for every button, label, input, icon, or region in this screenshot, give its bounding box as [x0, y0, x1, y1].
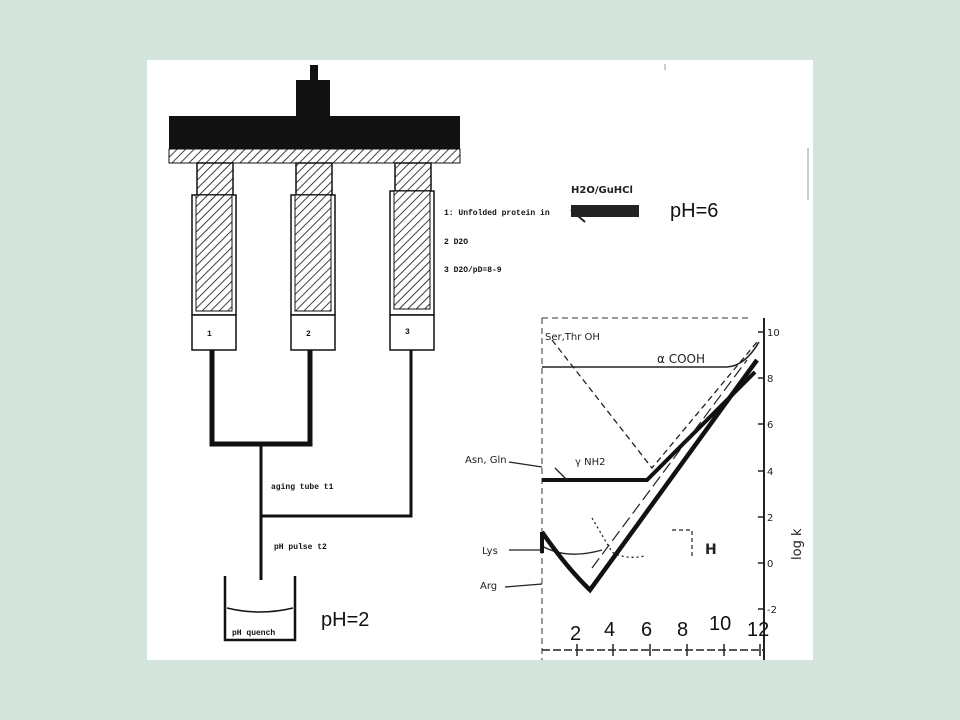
drive-knob: [296, 80, 330, 116]
tubing: [209, 350, 413, 580]
ph-bottom-annotation: pH=2: [321, 609, 369, 631]
arg-curve: [540, 358, 759, 594]
y-tick-label: 8: [767, 374, 773, 385]
y-tick-label: 2: [767, 513, 773, 524]
label-h: H: [705, 542, 717, 558]
x-tick-label: 4: [604, 619, 615, 641]
legend-line-1: 1: Unfolded protein in: [444, 209, 550, 218]
x-tick-label: 2: [570, 623, 581, 645]
gamma-nh2-curve: [542, 370, 757, 482]
drive-plate-hatched: [168, 148, 461, 164]
syringe-1: [191, 162, 237, 351]
scribbled-correction: [570, 205, 639, 223]
x-tick-label: 10: [709, 613, 731, 635]
ph-top-annotation: pH=6: [670, 200, 718, 222]
ph-quench-label: pH quench: [232, 629, 275, 638]
drive-plate: [169, 116, 460, 149]
long-dashed-line: [591, 359, 748, 569]
figure-canvas: 1 2 3 1: Unfolded protein in H2O/GuHCl 2…: [168, 64, 809, 660]
label-ser-thr: Ser,Thr OH: [545, 332, 600, 343]
lys-curve: [541, 545, 603, 555]
alpha-cooh-curve: [542, 341, 760, 368]
x-tick-label: 6: [641, 619, 652, 641]
y-tick-label: 4: [767, 467, 773, 478]
label-asn-gln: Asn, Gln: [465, 455, 507, 466]
syringe-2-label: 2: [306, 330, 311, 339]
y-ticks: [758, 331, 764, 610]
legend-line-3: 3 D2O/pD=8-9: [444, 266, 502, 275]
y-tick-label: 10: [767, 328, 780, 339]
quench-beaker: [223, 576, 297, 642]
syringe-2: [290, 162, 336, 351]
label-arrows: [504, 461, 568, 588]
x-tick-label: 8: [677, 619, 688, 641]
legend-line-2: 2 D2O: [444, 238, 468, 247]
ser-thr-curve: [551, 339, 758, 470]
x-ticks: [576, 644, 761, 656]
exchange-rate-plot: Ser,Thr OH α COOH γ NH2 Asn, Gln Lys Arg…: [465, 317, 805, 660]
label-arg: Arg: [480, 581, 497, 592]
y-tick-label: -2: [767, 605, 777, 616]
label-gamma-nh2: γ NH2: [575, 457, 605, 468]
ph-pulse-label: pH pulse t2: [274, 543, 327, 552]
syringe-3: [389, 162, 435, 351]
aging-tube-label: aging tube t1: [271, 483, 334, 492]
y-axis-title: log k: [790, 528, 805, 560]
drive-knob-stem: [310, 65, 318, 85]
y-tick-label: 6: [767, 420, 773, 431]
figure-panel: 1 2 3 1: Unfolded protein in H2O/GuHCl 2…: [147, 60, 813, 660]
legend-handwritten-note: H2O/GuHCl: [571, 185, 633, 196]
x-tick-label: 12: [747, 619, 769, 641]
h-marker: [672, 529, 693, 558]
quench-flow-apparatus: 1 2 3: [168, 65, 461, 642]
y-tick-label: 0: [767, 559, 773, 570]
syringe-3-label: 3: [405, 328, 410, 337]
label-lys: Lys: [482, 546, 498, 557]
label-alpha-cooh: α COOH: [657, 352, 705, 366]
syringe-1-label: 1: [207, 330, 212, 339]
